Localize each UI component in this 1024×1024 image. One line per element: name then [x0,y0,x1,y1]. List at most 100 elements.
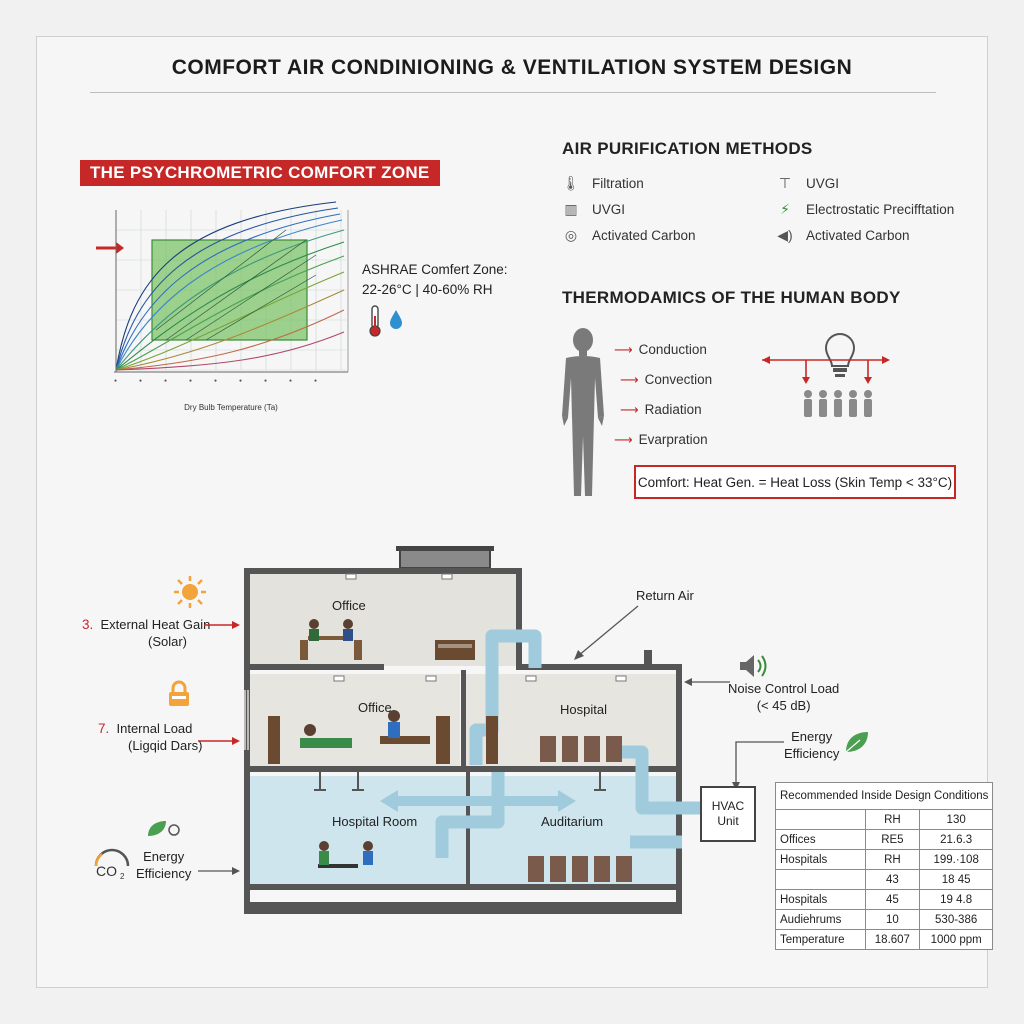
table-cell: Audiehrums [775,909,866,930]
svg-text:●: ● [164,378,167,384]
room-label-office-top: Office [332,598,366,613]
table-row: 43 18 45 [775,869,994,890]
uv-lamp-icon: ⊤ [778,174,792,191]
svg-text:●: ● [114,378,117,384]
svg-text:●: ● [314,378,317,384]
purification-label: UVGI [592,201,626,217]
mid-floor-office [248,674,460,768]
psychrometric-badge: THE PSYCHROMETRIC COMFORT ZONE [80,160,440,186]
page-title: COMFORT AIR CONDINIONING & VENTILATION S… [171,56,853,79]
sun-icon [174,576,206,608]
table-cell [775,869,866,890]
table-cell: 1000 ppm [918,929,994,950]
table-row: Hospitals RH 199.·108 [775,849,994,870]
label-number: 3. [82,617,94,632]
thermometer-icon [369,305,381,337]
table-row: Audiehrums 10 530-386 [775,909,994,930]
ground-floor [248,776,678,886]
people-group-icon [804,390,872,417]
arrow-right-icon [204,621,240,629]
purification-item: ⊤ UVGI [776,170,954,196]
pointer-arrow-icon [96,242,124,254]
lightning-icon: ⚡ [780,200,790,217]
external-heat-line1: External Heat Gain [100,617,211,632]
design-conditions-table: Recommended Inside Design Conditions RH … [774,782,994,950]
heat-transfer-list: ⟶ Conduction ⟶Convection ⟶ Radiation ⟶Evar… [614,342,712,462]
noise-line1: Noise Control Load [728,681,840,696]
table-cell: 45 [864,889,920,910]
table-row: RH 130 [775,809,994,830]
table-cell: 18.607 [864,929,920,950]
svg-text:●: ● [139,378,142,384]
enthalpy-lines [155,229,317,341]
noise-control-label: Noise Control Load (< 45 dB) [728,680,839,714]
table-cell: 43 [864,869,920,890]
arrow-left-icon [684,678,730,686]
heat-transfer-label: Evarpration [638,432,708,447]
room-label-office-mid: Office [358,700,392,715]
table-header-row: Recommended Inside Design Conditions [774,782,994,810]
arrow-right-icon: ⟶ [614,342,633,357]
table-cell: RH [864,849,920,870]
arrow-right-icon: ⟶ [620,402,639,417]
rh-curves [115,201,345,371]
heat-transfer-item: ⟶Evarpration [614,432,712,462]
table-cell: Hospitals [775,849,866,870]
purification-item: ◎ Activated Carbon [562,222,696,248]
purification-list-left: 🌡 Filtration ▥ UVGI ◎ Activated Carbon [562,170,696,248]
table-cell: 10 [864,909,920,930]
external-heat-line2: (Solar) [148,634,188,649]
table-cell: RH [864,809,920,830]
heat-transfer-label: Conduction [638,342,707,357]
energy-efficiency-right: Energy Efficiency [784,728,839,762]
svg-text:●: ● [214,378,217,384]
room-label-hospital: Hospital [560,702,607,717]
table-title: Recommended Inside Design Conditions [774,782,994,810]
internal-load-line1: Internal Load [116,721,193,736]
water-drop-icon [390,310,402,329]
arrow-right-icon [198,867,240,875]
energy-line2: Efficiency [784,746,840,761]
leaf-recycle-icon [148,821,180,836]
ashrae-zone-note: ASHRAE Comfert Zone: 22-26°C | 40-60% RH [362,260,508,300]
svg-text:●: ● [239,378,242,384]
purification-label: Activated Carbon [806,227,910,243]
psychrometric-chart: ●●● ●●● ●●● Dry Bulb Temperature (Ta) [96,201,349,412]
heat-transfer-label: Radiation [644,402,702,417]
energy-efficiency-left: Energy Efficiency [136,848,191,882]
table-cell: 19 4.8 [918,889,994,910]
table-cell: 21.6.3 [918,829,994,850]
ashrae-line1: ASHRAE Comfert Zone: [362,262,508,277]
internal-load-label: 7. Internal Load (Ligqid Dars) [98,720,202,754]
table-cell: Hospitals [775,889,866,910]
purification-item: ⚡ Electrostatic Precifftation [776,196,954,222]
arrow-right-icon [198,737,240,745]
heat-transfer-item: ⟶ Radiation [620,402,712,432]
x-ticks: ●●● ●●● ●●● [114,378,317,384]
table-cell: 199.·108 [918,849,994,870]
svg-text:●: ● [189,378,192,384]
top-floor-office [248,572,518,666]
table-cell: Temperature [775,929,866,950]
thermo-drop-icons [369,305,402,337]
building-walls [244,568,682,914]
heat-transfer-item: ⟶Convection [620,372,712,402]
purification-label: Electrostatic Precifftation [806,201,955,217]
building-cross-section [244,546,700,914]
human-body-icon [562,328,604,496]
external-heat-gain-label: 3. External Heat Gain (Solar) [82,616,210,650]
heat-transfer-item: ⟶ Conduction [614,342,712,372]
title-divider [90,92,936,93]
ground-office-people [318,841,373,868]
lock-load-icon [169,680,189,706]
hvac-line2: Unit [717,814,739,828]
table-cell: 18 45 [918,869,994,890]
hospital-chairs [486,716,622,764]
carbon-target-icon: ◎ [564,226,578,243]
return-air-arrow-icon [574,605,639,660]
internal-load-line2: (Ligqid Dars) [128,738,203,753]
heat-transfer-label: Convection [644,372,713,387]
x-axis-label: Dry Bulb Temperature (Ta) [184,403,278,412]
office-people-top [300,619,362,660]
co2-icon: CO 2 [94,848,130,880]
